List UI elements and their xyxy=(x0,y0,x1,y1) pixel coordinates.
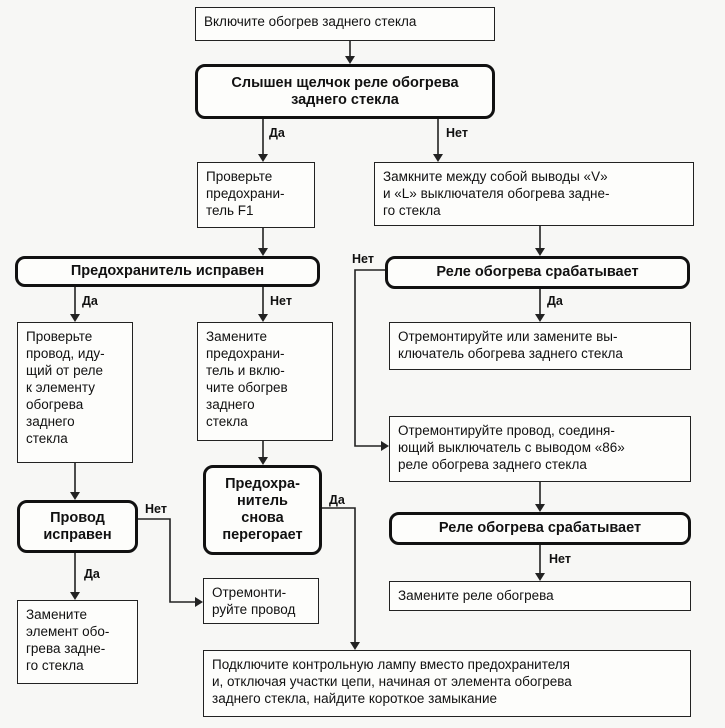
label-yes-n2: Да xyxy=(269,126,285,140)
label-no-n6: Нет xyxy=(352,252,374,266)
decision-relay-click-heard: Слышен щелчок реле обогрева заднего стек… xyxy=(195,64,495,119)
label-yes-n12: Да xyxy=(84,567,100,581)
step-short-v-l-terminals: Замкните между собой выводы «V» и «L» вы… xyxy=(374,162,694,226)
step-turn-on-heating: Включите обогрев заднего стекла xyxy=(195,7,495,41)
step-find-short-circuit: Подключите контрольную лампу вместо пред… xyxy=(203,650,691,717)
step-replace-heating-element: Замените элемент обо- грева задне- го ст… xyxy=(17,600,138,684)
decision-fuse-blows-again: Предохра- нитель снова перегорает xyxy=(203,465,322,555)
label-yes-n6: Да xyxy=(547,294,563,308)
label-yes-n5: Да xyxy=(82,294,98,308)
step-replace-relay: Замените реле обогрева xyxy=(389,581,691,611)
step-repair-replace-switch: Отремонтируйте или замените вы- ключател… xyxy=(389,322,691,370)
step-check-wire-relay-element: Проверьте провод, иду- щий от реле к эле… xyxy=(17,322,133,463)
decision-relay-triggers-2: Реле обогрева срабатывает xyxy=(389,512,691,545)
step-repair-wire: Отремонти- руйте провод xyxy=(203,578,319,624)
label-no-n13: Нет xyxy=(549,552,571,566)
decision-relay-triggers: Реле обогрева срабатывает xyxy=(385,256,690,289)
decision-fuse-ok: Предохранитель исправен xyxy=(15,256,320,287)
label-yes-n11: Да xyxy=(329,493,345,507)
label-no-n5: Нет xyxy=(270,294,292,308)
step-replace-fuse: Замените предохрани- тель и вклю- чите о… xyxy=(197,322,333,441)
edge-n6-n10 xyxy=(354,269,385,447)
decision-wire-ok: Провод исправен xyxy=(17,500,138,553)
edge-n12-n14 xyxy=(138,518,198,603)
label-no-n12: Нет xyxy=(145,502,167,516)
label-no-n2: Нет xyxy=(446,126,468,140)
step-check-fuse-f1: Проверьте предохрани- тель F1 xyxy=(197,162,315,228)
step-repair-wire-86: Отремонтируйте провод, соединя- ющий вык… xyxy=(389,416,691,482)
edge-n11-n17 xyxy=(322,507,356,646)
